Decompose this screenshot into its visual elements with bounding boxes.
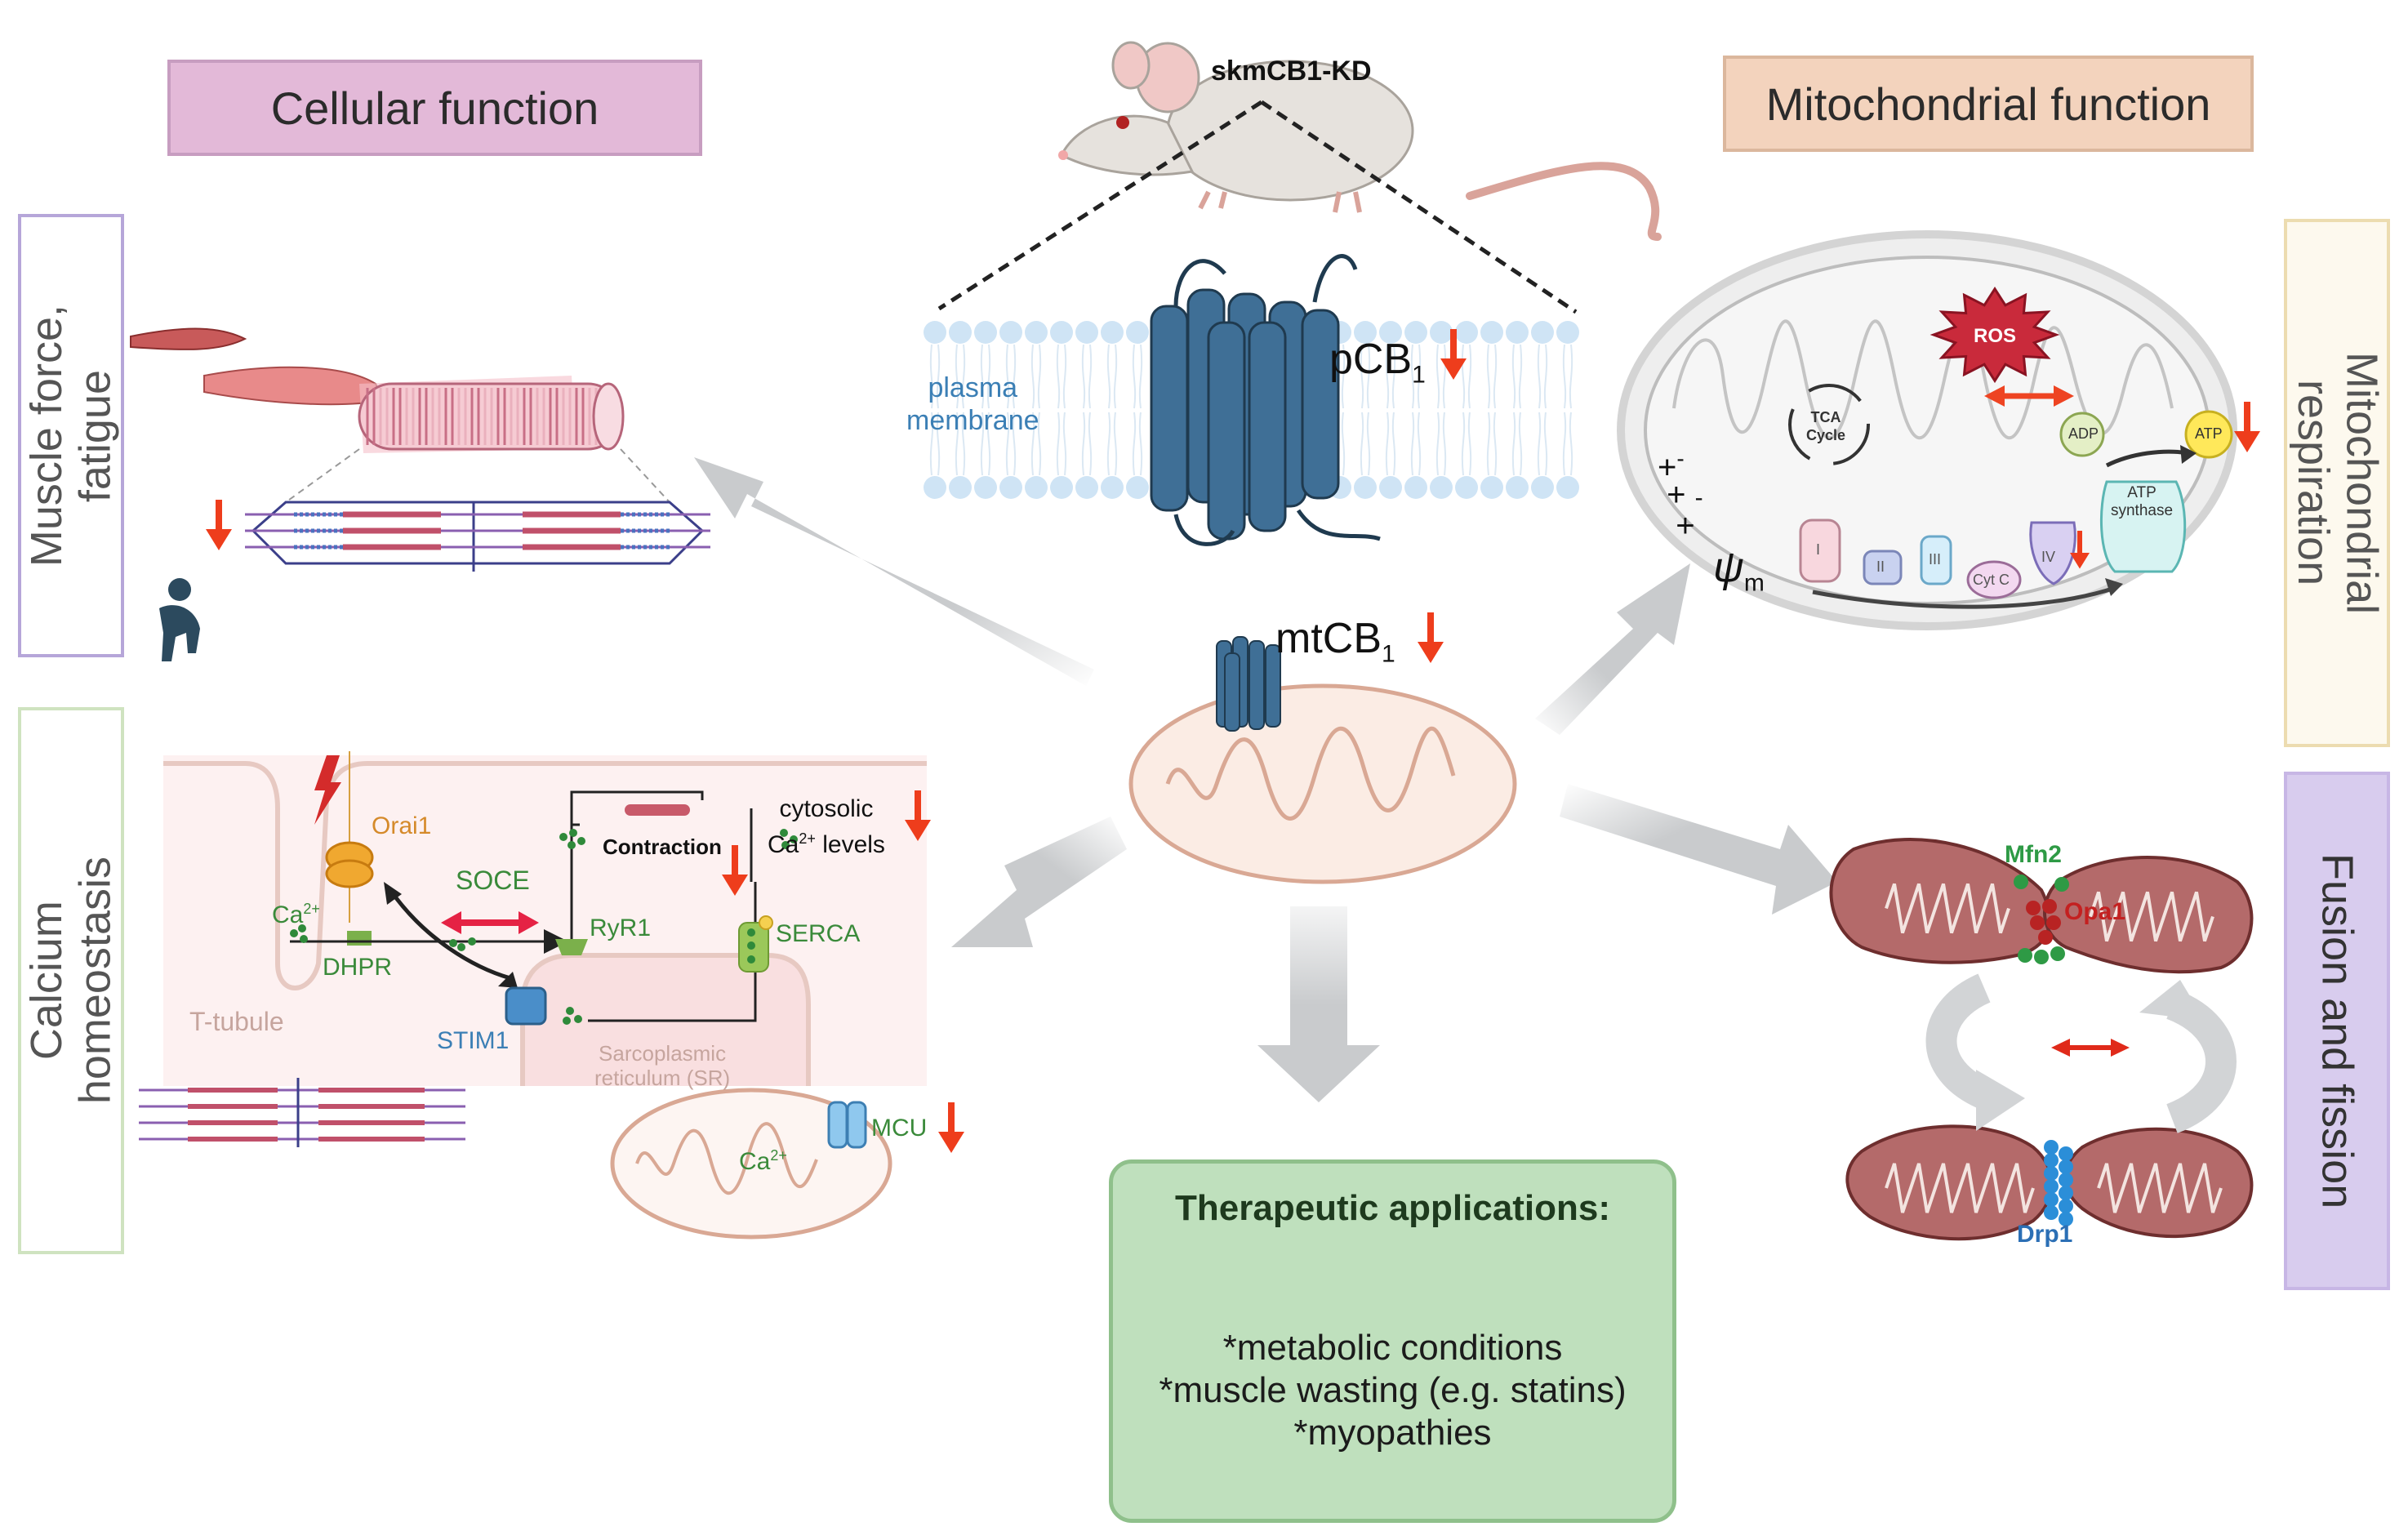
sr-label-line1: Sarcoplasmic xyxy=(599,1041,727,1066)
ca-label: Ca2+ xyxy=(272,901,320,929)
mitochondrial-respiration-side-box: Mitochondrial respiration xyxy=(2284,219,2390,747)
respiration-label-line2: respiration xyxy=(2289,380,2338,586)
therapeutic-title: Therapeutic applications: xyxy=(1175,1188,1610,1228)
dhpr-label: DHPR xyxy=(323,954,393,981)
ros-label: ROS xyxy=(1974,325,2017,347)
tca-label: TCA Cycle xyxy=(1806,408,1845,444)
central-mitochondrion xyxy=(1128,636,1517,884)
calcium-homeostasis-side-box: Calcium homeostasis xyxy=(18,707,124,1254)
respiration-label-line1: Mitochondrial xyxy=(2337,351,2387,615)
fusion-fission-art xyxy=(1829,838,2254,1241)
mouse-illustration xyxy=(1058,41,1662,241)
muscle-force-label-line2: fatigue xyxy=(70,369,119,502)
mtcb1-text: mtCB xyxy=(1275,615,1382,662)
plasma-membrane-label-line2: membrane xyxy=(906,405,1039,436)
tca-line1: TCA xyxy=(1810,409,1841,425)
arrow-to-fusion xyxy=(1560,784,1837,915)
pcb1-label: pCB1 xyxy=(1329,335,1426,389)
cytosolic-line1: cytosolic xyxy=(779,795,874,822)
mcu-label: MCU xyxy=(871,1115,928,1142)
mcu-ca-label: Ca2+ xyxy=(739,1147,787,1176)
mtcb1-label: mtCB1 xyxy=(1275,614,1395,668)
psi-subscript: m xyxy=(1743,569,1765,597)
atp-synthase-label: ATP synthase xyxy=(2107,484,2177,520)
psi-m-label: ψm xyxy=(1713,543,1765,597)
membrane-charges: +- + - + xyxy=(1658,446,1703,545)
calcium-label-line2: homeostasis xyxy=(70,857,119,1105)
mcu-ca-superscript: 2+ xyxy=(770,1147,787,1164)
opa1-label: Opa1 xyxy=(2064,898,2126,925)
stim1-label: STIM1 xyxy=(437,1027,510,1054)
complex-ii-label: II xyxy=(1876,559,1885,575)
muscle-force-side-box: Muscle force, fatigue xyxy=(18,214,124,657)
complex-iii-label: III xyxy=(1929,551,1942,567)
muscle-force-label-line1: Muscle force, xyxy=(21,304,71,567)
ca-text: Ca xyxy=(272,901,304,928)
pcb1-text: pCB xyxy=(1329,336,1413,383)
atp-synthase-line1: ATP xyxy=(2127,484,2157,501)
mcu-ca-text: Ca xyxy=(739,1148,771,1175)
cyt-c-label: Cyt C xyxy=(1973,572,2010,588)
fusion-fission-side-box: Fusion and fission xyxy=(2284,772,2390,1290)
complex-i-label: I xyxy=(1816,541,1821,558)
arrow-to-calcium xyxy=(951,817,1127,947)
drp1-label: Drp1 xyxy=(2017,1221,2073,1248)
psi-symbol: ψ xyxy=(1713,544,1744,591)
therapeutic-item-myopathies: *myopathies xyxy=(1293,1413,1492,1453)
calcium-panel-art xyxy=(139,751,927,1147)
plasma-membrane-label: plasma membrane xyxy=(906,372,1039,437)
plasma-membrane-label-line1: plasma xyxy=(928,372,1018,403)
sr-label: Sarcoplasmic reticulum (SR) xyxy=(594,1041,730,1090)
mitochondrial-function-title: Mitochondrial function xyxy=(1765,78,2211,130)
mcu-mitochondrion xyxy=(610,1088,892,1240)
arrow-to-therapeutic xyxy=(1257,906,1380,1102)
arrow-to-respiration xyxy=(1535,563,1690,735)
mfn2-label: Mfn2 xyxy=(2005,841,2062,868)
cytosolic-ca-text: Ca xyxy=(768,831,799,858)
pcb1-receptor-icon xyxy=(1150,254,1381,546)
atp-label: ATP xyxy=(2195,425,2223,442)
complex-iv-label: IV xyxy=(2041,549,2056,565)
therapeutic-box: Therapeutic applications: *metabolic con… xyxy=(1109,1159,1676,1523)
t-tubule-label: T-tubule xyxy=(189,1007,284,1036)
adp-label: ADP xyxy=(2068,425,2099,442)
tca-line2: Cycle xyxy=(1806,427,1846,443)
calcium-label-line1: Calcium xyxy=(21,901,71,1061)
cellular-function-title: Cellular function xyxy=(270,82,599,134)
ca-superscript: 2+ xyxy=(303,901,320,917)
contraction-label: Contraction xyxy=(603,835,722,859)
therapeutic-item-metabolic: *metabolic conditions xyxy=(1222,1328,1563,1368)
sr-label-line2: reticulum (SR) xyxy=(594,1066,731,1090)
cytosolic-label: cytosolic Ca2+ levels xyxy=(768,794,885,860)
atp-synthase-line2: synthase xyxy=(2110,502,2174,519)
respiration-mitochondrion xyxy=(1617,230,2237,630)
therapeutic-list: *metabolic conditions *muscle wasting (e… xyxy=(1113,1327,1672,1454)
orai1-label: Orai1 xyxy=(372,812,432,839)
cellular-function-header: Cellular function xyxy=(167,60,702,156)
ryr1-label: RyR1 xyxy=(590,915,652,941)
model-label: skmCB1-KD xyxy=(1211,56,1372,87)
arrow-to-cellular xyxy=(694,457,1094,686)
pcb1-subscript: 1 xyxy=(1412,361,1426,389)
cytosolic-line2-wrap: Ca2+ levels xyxy=(768,824,885,860)
muscle-fiber-illustration xyxy=(130,327,710,661)
serca-label: SERCA xyxy=(776,920,861,947)
therapeutic-item-muscle-wasting: *muscle wasting (e.g. statins) xyxy=(1159,1370,1627,1410)
cytosolic-ca-superscript: 2+ xyxy=(799,830,816,847)
cytosolic-line2: levels xyxy=(822,831,885,858)
mtcb1-subscript: 1 xyxy=(1382,640,1395,668)
mitochondrial-function-header: Mitochondrial function xyxy=(1723,56,2254,152)
fusion-fission-label: Fusion and fission xyxy=(2312,852,2362,1209)
soce-label: SOCE xyxy=(456,866,530,895)
